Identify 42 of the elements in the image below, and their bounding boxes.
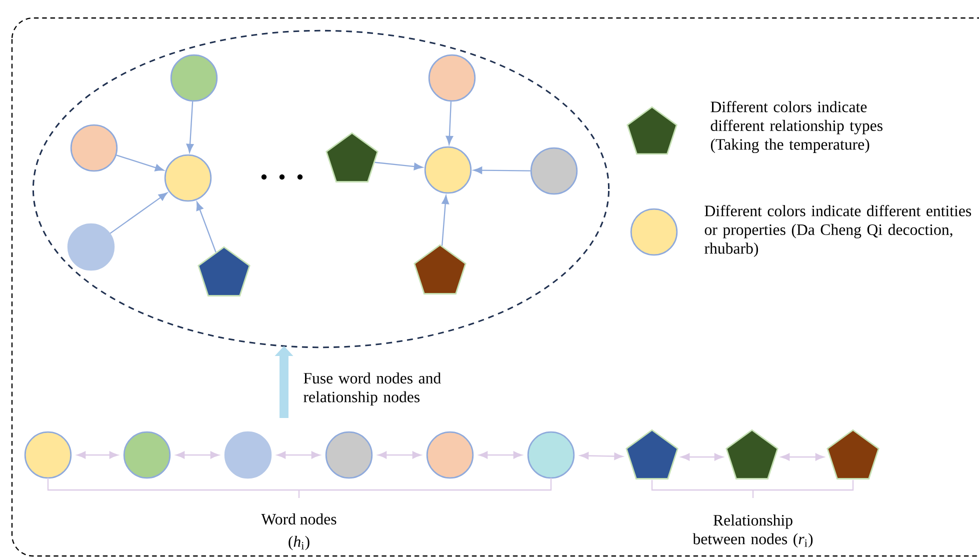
- node-pentagon: [826, 429, 880, 480]
- edge-label: Fuse word nodes and relationship nodes: [304, 372, 441, 406]
- node-circle: [424, 146, 472, 194]
- arrow: [110, 192, 168, 234]
- node-circle: [67, 223, 115, 271]
- arrow: [473, 166, 530, 174]
- node-circle: [164, 154, 212, 202]
- node-pentagon: [726, 429, 778, 480]
- arrow: [378, 451, 422, 459]
- arrow: [276, 451, 320, 459]
- arrow: [446, 102, 454, 145]
- node-circle: [527, 431, 575, 479]
- node-pentagon: [414, 244, 466, 294]
- node-circle: [24, 431, 72, 479]
- node-pentagon: [626, 429, 678, 480]
- node-pentagon: [198, 246, 250, 296]
- dashed-ellipse: [32, 30, 610, 348]
- legend-text: Different colors indicate different relationship types (Taking the temperature): [710, 100, 882, 154]
- arrow: [780, 453, 824, 461]
- arrow: [176, 451, 220, 459]
- arrow: [116, 154, 164, 172]
- arrow: [76, 451, 118, 459]
- group-label: (h$_{i}$): [288, 536, 310, 550]
- node-circle: [224, 431, 272, 479]
- arrow: [196, 202, 216, 252]
- node-circle: [530, 147, 578, 195]
- node-circle: [426, 431, 474, 479]
- group-label: Relationship between nodes (r$_{i}$): [692, 514, 813, 548]
- node-circle: [428, 54, 476, 102]
- arrow: [186, 102, 194, 153]
- node-circle: [170, 54, 218, 102]
- node-circle: [325, 431, 373, 479]
- legend-text: Different colors indicate different entities or properties (Da Cheng Qi decoction, rhubarb): [704, 205, 972, 257]
- arrow: [478, 451, 522, 459]
- node-circle: [70, 124, 118, 172]
- arrow: [374, 162, 423, 170]
- arrow: [580, 452, 623, 460]
- node-pentagon: [326, 132, 378, 182]
- arrow: [680, 453, 724, 461]
- arrow: [441, 195, 450, 246]
- group-label: Word nodes: [261, 513, 336, 525]
- node-circle: [123, 431, 171, 479]
